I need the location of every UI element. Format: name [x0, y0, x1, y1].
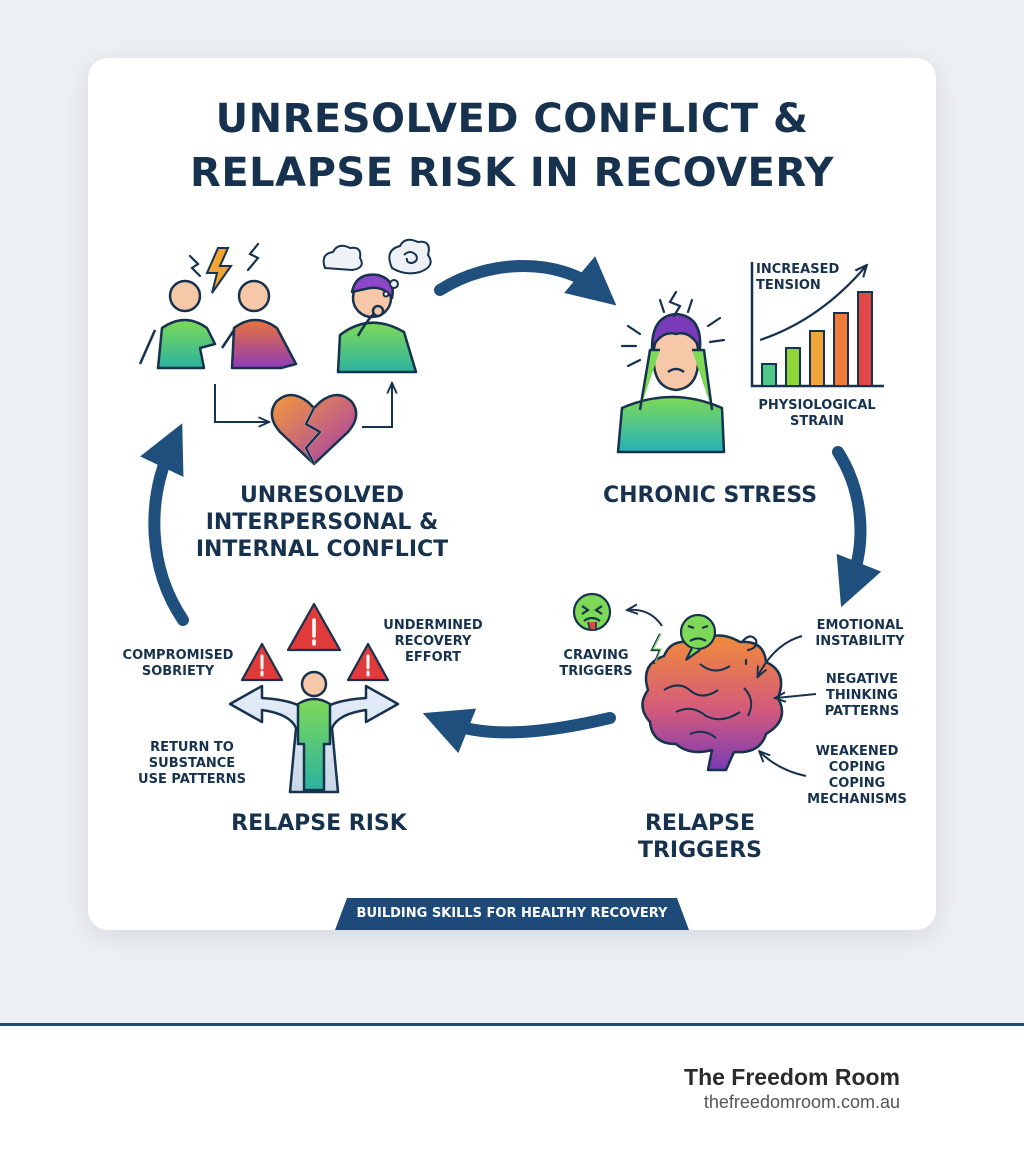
coping-line-1: COPING	[828, 760, 886, 775]
tension-bar-3	[809, 330, 825, 387]
craving-triggers-line: TRIGGERS	[559, 664, 633, 679]
stress-lines-icon	[620, 290, 726, 368]
trigger-arrow-weakened	[760, 752, 807, 777]
thinking-person-icon	[336, 273, 418, 374]
conflict-line-3: INTERNAL CONFLICT	[195, 537, 449, 562]
increased-line: INCREASED	[756, 262, 840, 277]
warning-icon-right	[346, 642, 390, 682]
broken-heart-icon	[270, 393, 358, 466]
connector-left	[214, 384, 268, 422]
brand-name: The Freedom Room	[684, 1064, 900, 1090]
lightning-icon	[205, 247, 233, 294]
confused-mark-icon	[740, 635, 758, 666]
trigger-arrow-negative	[776, 694, 817, 698]
coping-line-2: COPING	[828, 776, 886, 791]
small-lightning-fill	[652, 632, 662, 664]
tension-bar-4	[833, 312, 849, 387]
infographic-card	[88, 58, 936, 930]
title-line-1: UNRESOLVED CONFLICT &	[215, 96, 809, 142]
stage-label-stress: CHRONIC STRESS	[602, 483, 818, 508]
trigger-arrow-craving	[628, 610, 663, 627]
sobriety-line: SOBRIETY	[141, 664, 215, 679]
weakened-line: WEAKENED	[815, 744, 899, 759]
triggers-line-1: RELAPSE	[644, 811, 755, 836]
emotional-instability-label: EMOTIONAL INSTABILITY	[808, 618, 912, 650]
stage-label-triggers: RELAPSE TRIGGERS	[620, 810, 780, 864]
arguing-people-icon	[138, 279, 298, 370]
negative-thinking-label: NEGATIVE THINKING PATTERNS	[816, 672, 908, 720]
rising-trend-arrow	[759, 266, 866, 342]
title-line-2: RELAPSE RISK IN RECOVERY	[190, 150, 834, 196]
tension-line: TENSION	[756, 278, 821, 293]
recovery-banner: BUILDING SKILLS FOR HEALTHY RECOVERY	[356, 906, 668, 921]
patterns-line: PATTERNS	[824, 704, 900, 719]
return-to-substance-label: RETURN TO SUBSTANCE USE PATTERNS	[132, 740, 252, 788]
footer-divider	[0, 1023, 1024, 1026]
standing-person-icon	[296, 670, 332, 792]
connector-right	[362, 384, 392, 428]
strain-line: STRAIN	[789, 414, 845, 429]
banner-shape	[335, 898, 689, 930]
cycle-arrow-bottom	[422, 708, 616, 754]
tension-chart	[750, 262, 884, 388]
cycle-arrow-left	[140, 423, 189, 626]
compromised-line: COMPROMISED	[122, 648, 234, 663]
use-patterns-line: USE PATTERNS	[138, 772, 246, 787]
emotional-line: EMOTIONAL	[816, 618, 904, 633]
effort-line: EFFORT	[405, 650, 461, 665]
thought-cloud-icon	[322, 238, 432, 298]
cycle-arrow-top	[434, 256, 617, 306]
craving-triggers-label: CRAVING TRIGGERS	[544, 648, 648, 680]
instability-line: INSTABILITY	[815, 634, 905, 649]
conflict-line-1: UNRESOLVED	[239, 483, 405, 508]
compromised-sobriety-label: COMPROMISED SOBRIETY	[118, 648, 238, 680]
warning-icon-left	[240, 642, 284, 682]
warning-icon-top	[286, 602, 342, 652]
physiological-strain-label: PHYSIOLOGICAL STRAIN	[742, 398, 892, 430]
return-to-line: RETURN TO	[150, 740, 234, 755]
weakened-coping-label: WEAKENED COPING COPING MECHANISMS	[800, 744, 914, 808]
physiological-line: PHYSIOLOGICAL	[758, 398, 876, 413]
triggers-line-2: TRIGGERS	[637, 838, 763, 863]
stage-label-relapse: RELAPSE RISK	[231, 811, 407, 836]
undermined-recovery-label: UNDERMINED RECOVERY EFFORT	[378, 618, 488, 666]
footer	[0, 1026, 1024, 1154]
trigger-arrow-emotional	[758, 635, 803, 676]
recovery-line: RECOVERY	[394, 634, 472, 649]
brand-url[interactable]: thefreedomroom.com.au	[703, 1092, 900, 1112]
sad-face-icon	[679, 613, 717, 661]
sick-face-icon	[572, 592, 612, 632]
undermined-line: UNDERMINED	[383, 618, 483, 633]
increased-tension-label: INCREASED TENSION	[756, 262, 839, 294]
negative-line: NEGATIVE	[825, 672, 899, 687]
craving-line: CRAVING	[563, 648, 629, 663]
tension-bar-1	[761, 363, 777, 387]
substance-line: SUBSTANCE	[148, 756, 236, 771]
mechanisms-line: MECHANISMS	[807, 792, 907, 807]
stage-label-conflict: UNRESOLVED INTERPERSONAL & INTERNAL CONF…	[184, 482, 460, 563]
stressed-person-icon	[616, 312, 726, 454]
cycle-arrow-right	[832, 446, 882, 608]
thinking-line: THINKING	[826, 688, 898, 703]
tension-bar-5	[857, 291, 873, 387]
tension-bar-2	[785, 347, 801, 387]
brain-icon	[641, 634, 784, 772]
conflict-line-2: INTERPERSONAL &	[205, 510, 439, 535]
page-title: UNRESOLVED CONFLICT & RELAPSE RISK IN RE…	[88, 92, 936, 200]
spark-icon	[188, 242, 260, 278]
